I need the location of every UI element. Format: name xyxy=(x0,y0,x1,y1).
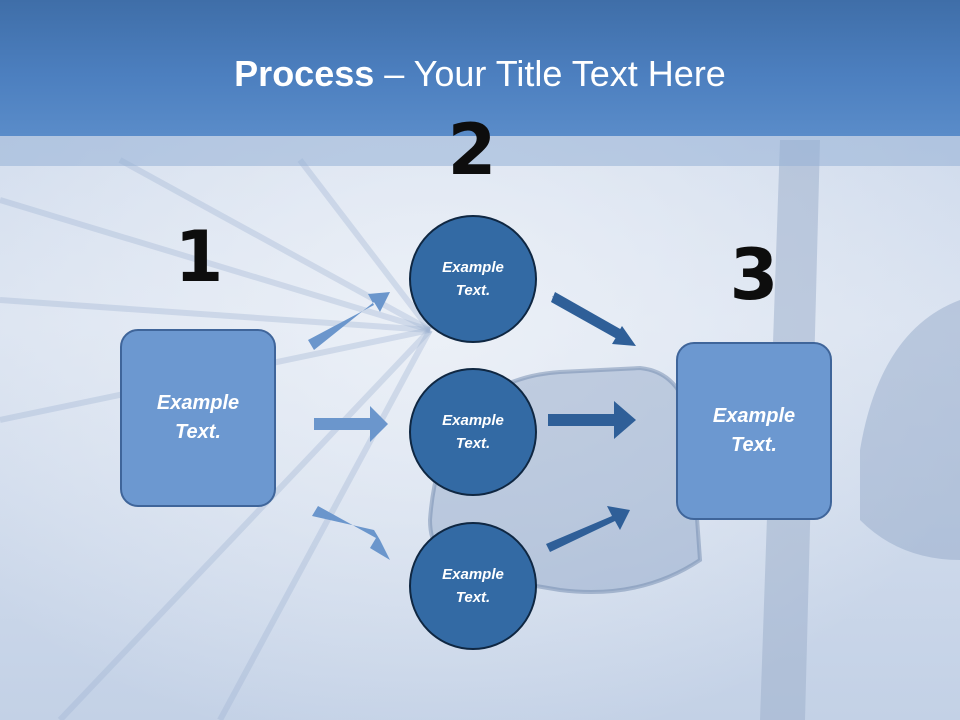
step-2-circle-bottom: Example Text. xyxy=(409,522,537,650)
arrow-2-to-3-middle xyxy=(548,401,636,439)
step-2-circle-top-text: Example Text. xyxy=(442,259,504,299)
slide-title-rest: – Your Title Text Here xyxy=(374,53,726,94)
step-2-circle-top: Example Text. xyxy=(409,215,537,343)
step-2-circle-middle: Example Text. xyxy=(409,368,537,496)
step-3-number: 3 xyxy=(729,234,779,316)
arrow-2-to-3-top xyxy=(551,292,636,346)
arrow-1-to-2-bottom xyxy=(312,506,390,560)
step-3-text: Example Text. xyxy=(712,405,796,456)
title-bar xyxy=(0,0,960,136)
step-1-box: Example Text. xyxy=(120,329,276,507)
step-2-circle-bottom-text: Example Text. xyxy=(442,566,504,606)
title-underline-strip xyxy=(0,136,960,166)
arrow-2-to-3-bottom xyxy=(546,506,630,552)
step-1-text: Example Text. xyxy=(156,392,240,443)
step-3-box: Example Text. xyxy=(676,342,832,520)
step-2-circle-middle-text: Example Text. xyxy=(442,412,504,452)
arrow-1-to-2-middle xyxy=(314,406,388,442)
step-2-number: 2 xyxy=(447,109,497,191)
slide-title: Process – Your Title Text Here xyxy=(0,52,960,96)
arrow-1-to-2-top xyxy=(308,292,390,350)
step-1-number: 1 xyxy=(174,216,224,298)
slide-title-bold: Process xyxy=(234,53,375,94)
